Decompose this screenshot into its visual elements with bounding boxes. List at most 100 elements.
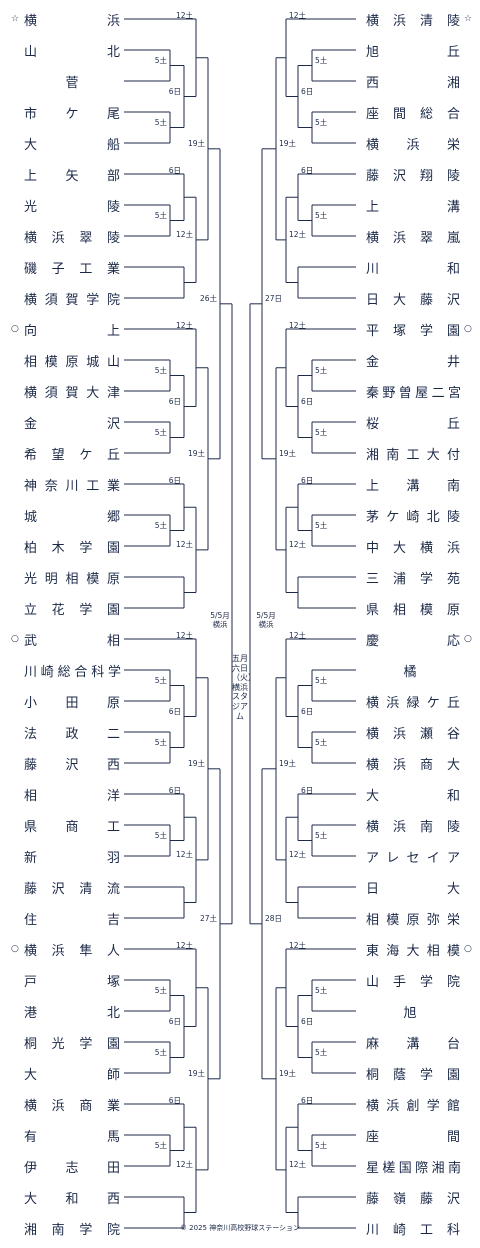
final-right-label: 5/5月 横浜 xyxy=(246,611,286,629)
team-name-char: 科 xyxy=(91,664,104,680)
team-entry: 横浜隼人 xyxy=(24,938,120,960)
round-label: 5土 xyxy=(154,1140,167,1150)
team-name-char: 旭 xyxy=(403,1005,417,1021)
round-label: 12土 xyxy=(289,941,307,950)
team-name-char: 浜 xyxy=(51,1098,65,1114)
team-name-char: 戸 xyxy=(24,974,38,990)
team-name-char: 横 xyxy=(24,13,38,29)
team-entry: 日大 xyxy=(366,876,460,898)
seed-mark: ○ xyxy=(11,634,19,644)
team-name-char: 宮 xyxy=(447,385,461,401)
team-name-char: 平 xyxy=(366,323,380,339)
team-name-char: 相 xyxy=(366,912,380,928)
team-name-char: 浜 xyxy=(51,230,65,246)
team-name-char: 和 xyxy=(446,261,460,277)
round-label: 19土 xyxy=(279,1068,297,1078)
team-entry: 城郷 xyxy=(24,504,120,526)
team-name-char: 柏 xyxy=(24,540,38,556)
team-entry: 藤嶺藤沢 xyxy=(366,1186,460,1208)
team-name-char: 工 xyxy=(406,447,420,463)
team-name-char: 模 xyxy=(386,912,400,928)
round-label: 6日 xyxy=(168,166,181,175)
round-label: 6日 xyxy=(301,1016,314,1026)
round-label: 19土 xyxy=(187,758,205,768)
team-name-char: 学 xyxy=(79,540,93,556)
team-name-char: 南 xyxy=(446,478,460,494)
team-name-char: 園 xyxy=(106,602,120,618)
team-entry: 光明相模原 xyxy=(24,566,120,588)
team-name-char: 武 xyxy=(24,633,38,649)
team-entry: 有馬 xyxy=(24,1124,120,1146)
team-name-char: 工 xyxy=(79,261,93,277)
team-name-char: 浜 xyxy=(386,695,400,711)
team-name-char: 藤 xyxy=(24,881,38,897)
team-name-char: 学 xyxy=(419,323,433,339)
team-name-char: 西 xyxy=(106,757,120,773)
team-name-char: 浜 xyxy=(392,819,406,835)
team-name-char: 沢 xyxy=(446,292,460,308)
team-entry: 菅 xyxy=(62,70,82,92)
team-name-char: 県 xyxy=(366,602,380,618)
team-name-char: 洋 xyxy=(106,788,120,804)
team-name-char: 横 xyxy=(24,943,38,959)
round-label: 5土 xyxy=(154,55,167,65)
team-name-char: 藤 xyxy=(419,1191,433,1207)
team-name-char: 流 xyxy=(106,881,120,897)
team-name-char: 瀬 xyxy=(419,726,433,742)
team-entry: 横浜 xyxy=(24,8,120,30)
team-name-char: 緑 xyxy=(406,695,420,711)
team-name-char: 溝 xyxy=(446,199,460,215)
round-label: 12土 xyxy=(289,321,307,330)
team-entry: 横浜商業 xyxy=(24,1093,120,1115)
team-name-char: 小 xyxy=(24,695,38,711)
round-label: 5土 xyxy=(154,210,167,220)
team-name-char: 立 xyxy=(24,602,38,618)
team-entry: 大師 xyxy=(24,1062,120,1084)
team-entry: 三浦学苑 xyxy=(366,566,460,588)
team-name-char: 上 xyxy=(106,323,120,339)
team-name-char: 科 xyxy=(446,1222,460,1238)
team-name-char: セ xyxy=(406,850,420,866)
team-entry: 上矢部 xyxy=(24,163,120,185)
team-name-char: 大 xyxy=(86,385,100,401)
team-name-char: 相 xyxy=(65,571,79,587)
team-name-char: 港 xyxy=(24,1005,38,1021)
team-name-char: 苑 xyxy=(446,571,460,587)
team-entry: 湘南工大付 xyxy=(366,442,460,464)
team-name-char: レ xyxy=(386,850,400,866)
team-name-char: 相 xyxy=(24,788,38,804)
team-name-char: 清 xyxy=(419,13,433,29)
team-name-char: 大 xyxy=(406,943,420,959)
team-name-char: 人 xyxy=(106,943,120,959)
team-name-char: 菅 xyxy=(65,75,79,91)
team-name-char: 翔 xyxy=(419,168,433,184)
team-name-char: 大 xyxy=(24,1067,38,1083)
seed-mark: ○ xyxy=(464,634,472,644)
team-name-char: 工 xyxy=(86,478,100,494)
team-name-char: 学 xyxy=(86,292,100,308)
team-entry: 川和 xyxy=(366,256,460,278)
team-name-char: 弥 xyxy=(426,912,440,928)
team-entry: アレセイア xyxy=(366,845,460,867)
seed-mark: ○ xyxy=(11,324,19,334)
team-name-char: 沢 xyxy=(392,168,406,184)
team-entry: 住吉 xyxy=(24,907,120,929)
team-name-char: 郷 xyxy=(106,509,120,525)
team-name-char: 住 xyxy=(24,912,38,928)
team-name-char: 神 xyxy=(24,478,38,494)
team-name-char: 城 xyxy=(86,354,100,370)
team-name-char: 市 xyxy=(24,106,38,122)
team-name-char: 模 xyxy=(44,354,58,370)
round-label: 12土 xyxy=(175,539,193,549)
team-name-char: 横 xyxy=(24,385,38,401)
team-name-char: 新 xyxy=(24,850,38,866)
team-name-char: 手 xyxy=(392,974,406,990)
round-label: 5土 xyxy=(315,427,328,437)
team-name-char: 院 xyxy=(106,292,120,308)
team-name-char: 二 xyxy=(431,385,445,401)
team-name-char: 翠 xyxy=(419,230,433,246)
round-label: 12土 xyxy=(175,1159,193,1169)
copyright: © 2025 神奈川高校野球ステーション xyxy=(179,1224,301,1232)
round-label: 5土 xyxy=(154,117,167,127)
